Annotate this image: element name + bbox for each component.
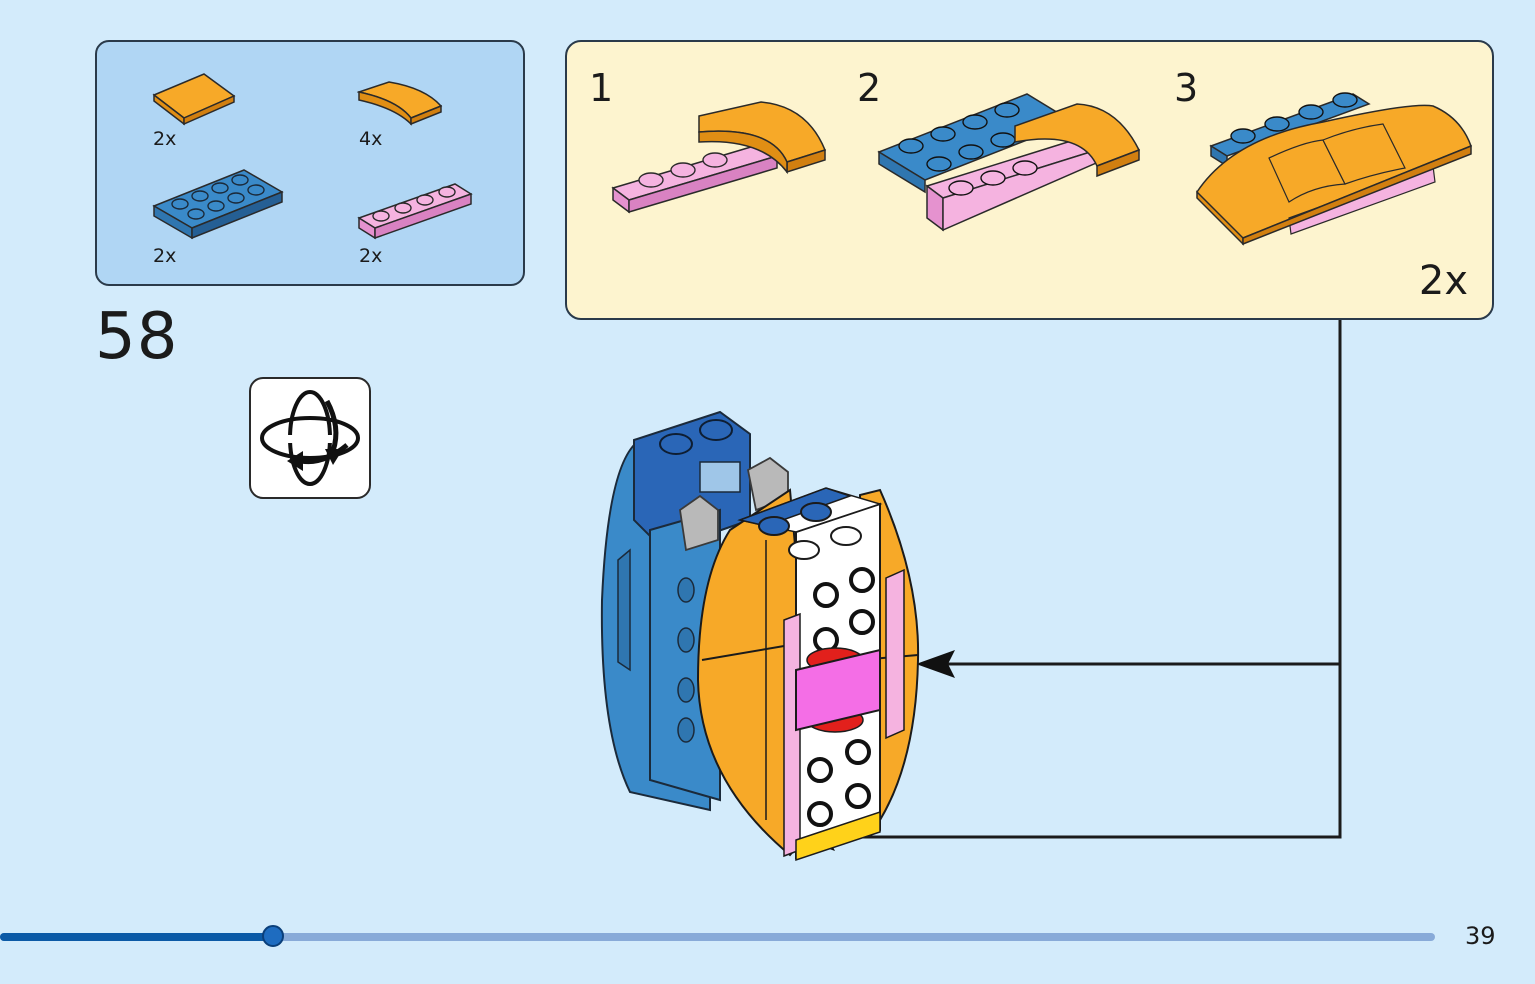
sub-step-number: 3 [1174,66,1199,110]
sub-step-3-illustration [1196,92,1472,246]
sub-assembly-box: 1 2 3 [565,40,1494,320]
main-model-illustration [600,410,920,862]
parts-list: 2x 4x 2x [95,40,525,286]
page-number: 39 [1465,922,1496,950]
sub-step-1-illustration [611,101,827,214]
part-count-pink-plate: 2x [359,245,383,267]
progress-bar [0,925,1435,947]
orange-curved-slope-part [357,78,447,134]
step-number: 58 [95,300,179,374]
callout-arrowhead-icon [916,650,955,678]
sub-step-2-illustration [877,93,1141,232]
sub-step-number: 1 [589,66,614,110]
part-count-orange-slope: 4x [359,128,383,150]
progress-knob [261,925,284,947]
blue-plate-part [152,166,287,246]
part-count-blue-plate: 2x [153,245,177,267]
sub-assembly-multiplier: 2x [1418,258,1468,304]
sub-step-number: 2 [857,66,882,110]
rotate-model-icon [249,377,371,499]
part-count-orange-tile: 2x [153,128,177,150]
orange-curved-tile-part [152,70,242,130]
pink-plate-part [357,178,477,248]
progress-fill [0,933,273,941]
